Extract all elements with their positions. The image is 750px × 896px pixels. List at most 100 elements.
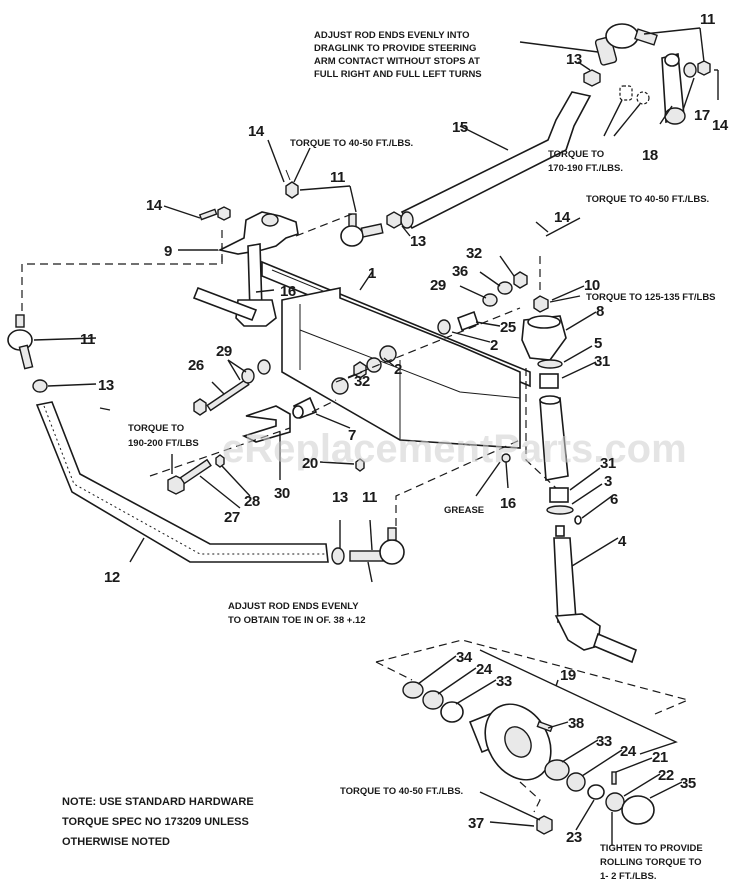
callout-28: 28 — [244, 493, 260, 510]
callout-13: 13 — [332, 489, 348, 506]
svg-text:NOTE: USE STANDARD HARDWARE: NOTE: USE STANDARD HARDWARE — [62, 796, 254, 808]
callout-31: 31 — [594, 353, 610, 370]
callout-10: 10 — [584, 277, 600, 294]
draglink-15 — [400, 91, 592, 230]
bearing-31-lower — [549, 487, 569, 503]
callout-9: 9 — [164, 243, 172, 260]
callout-16: 16 — [500, 495, 516, 512]
note-torque-40-50-right: TORQUE TO 40-50 FT./LBS. — [586, 194, 709, 205]
tie-rod-end-bottom — [349, 527, 405, 565]
dashed-washers — [619, 85, 650, 105]
callout-18: 18 — [642, 147, 658, 164]
nut-14-upper — [285, 169, 299, 199]
callout-13: 13 — [566, 51, 582, 68]
callout-17: 17 — [694, 107, 710, 124]
svg-text:ADJUST ROD ENDS EVENLY INTO: ADJUST ROD ENDS EVENLY INTO — [314, 30, 470, 41]
svg-text:190-200 FT/LBS: 190-200 FT/LBS — [128, 438, 199, 449]
callout-6: 6 — [610, 491, 618, 508]
svg-text:TO OBTAIN TOE IN OF. 38 +.12: TO OBTAIN TOE IN OF. 38 +.12 — [228, 615, 366, 626]
callout-7: 7 — [348, 427, 356, 444]
pin-6 — [574, 515, 582, 525]
note-toe-in-adjust: ADJUST ROD ENDS EVENLY TO OBTAIN TOE IN … — [228, 601, 366, 626]
nut-14-top-right — [697, 60, 711, 76]
svg-text:ADJUST ROD ENDS EVENLY: ADJUST ROD ENDS EVENLY — [228, 601, 359, 612]
callout-3: 3 — [604, 473, 612, 490]
note-torque-125-135: TORQUE TO 125-135 FT/LBS — [586, 292, 716, 303]
washer-17 — [683, 62, 697, 78]
svg-text:TORQUE TO: TORQUE TO — [128, 423, 184, 434]
bracket-30 — [241, 405, 291, 443]
callout-14: 14 — [248, 123, 265, 140]
callout-29: 29 — [430, 277, 446, 294]
tie-rod-12 — [35, 401, 329, 563]
note-grease: GREASE — [444, 505, 484, 516]
callout-32: 32 — [466, 245, 482, 262]
callout-24: 24 — [476, 661, 493, 678]
callout-12: 12 — [104, 569, 120, 586]
svg-text:TORQUE SPEC NO 173209 UNLESS: TORQUE SPEC NO 173209 UNLESS — [62, 816, 249, 828]
callout-5: 5 — [594, 335, 602, 352]
note-standard-hardware: NOTE: USE STANDARD HARDWARE TORQUE SPEC … — [62, 796, 254, 848]
callout-11: 11 — [362, 489, 377, 506]
callout-11: 11 — [330, 169, 345, 186]
grease-fitting-20 — [355, 458, 365, 472]
svg-text:TORQUE TO: TORQUE TO — [548, 149, 604, 160]
bolt-14-left — [198, 206, 231, 221]
svg-text:ARM CONTACT WITHOUT STOPS AT: ARM CONTACT WITHOUT STOPS AT — [314, 56, 480, 67]
callout-14: 14 — [146, 197, 163, 214]
spindle-4 — [553, 525, 637, 664]
callout-29: 29 — [216, 343, 232, 360]
callout-33: 33 — [596, 733, 612, 750]
callout-36: 36 — [452, 263, 468, 280]
callout-37: 37 — [468, 815, 484, 832]
watermark: eReplacementParts.com — [222, 427, 687, 471]
callout-33: 33 — [496, 673, 512, 690]
callout-2: 2 — [394, 361, 402, 378]
callout-38: 38 — [568, 715, 584, 732]
spacer-7 — [292, 396, 318, 420]
spindle-tube — [539, 395, 569, 481]
tie-rod-end-top-right — [594, 23, 658, 66]
svg-text:OTHERWISE NOTED: OTHERWISE NOTED — [62, 836, 170, 848]
note-torque-40-50-top: TORQUE TO 40-50 FT./LBS. — [290, 138, 413, 149]
callout-14: 14 — [712, 117, 729, 134]
axle-beam-1 — [192, 260, 531, 449]
pivot-hardware-right — [437, 271, 528, 335]
callout-2: 2 — [490, 337, 498, 354]
callout-16: 16 — [280, 283, 296, 300]
note-torque-190-200: TORQUE TO 190-200 FT/LBS — [128, 423, 199, 449]
leader-lines — [33, 27, 719, 846]
bearing-31-upper — [539, 373, 559, 389]
callout-25: 25 — [500, 319, 516, 336]
callout-4: 4 — [618, 533, 627, 550]
callout-31: 31 — [600, 455, 616, 472]
svg-text:FULL RIGHT AND FULL LEFT TURN: FULL RIGHT AND FULL LEFT TURNS — [314, 69, 482, 80]
svg-text:ROLLING TORQUE TO: ROLLING TORQUE TO — [600, 857, 702, 868]
callout-11: 11 — [700, 11, 715, 28]
svg-text:DRAGLINK TO PROVIDE STEERING: DRAGLINK TO PROVIDE STEERING — [314, 43, 476, 54]
bolt-26 — [193, 378, 250, 416]
callout-27: 27 — [224, 509, 240, 526]
pivot-bracket-8 — [521, 295, 567, 361]
callout-8: 8 — [596, 303, 604, 320]
note-rolling-torque: TIGHTEN TO PROVIDE ROLLING TORQUE TO 1- … — [600, 843, 703, 882]
nut-28 — [215, 454, 225, 468]
callout-32: 32 — [354, 373, 370, 390]
callout-26: 26 — [188, 357, 204, 374]
washer-3 — [546, 505, 574, 515]
callout-30: 30 — [274, 485, 290, 502]
svg-text:1- 2 FT./LBS.: 1- 2 FT./LBS. — [600, 871, 656, 882]
steering-arm-18 — [661, 52, 686, 125]
callout-34: 34 — [456, 649, 473, 666]
note-torque-40-50-hub: TORQUE TO 40-50 FT./LBS. — [340, 786, 463, 797]
callout-23: 23 — [566, 829, 582, 846]
callout-19: 19 — [560, 667, 576, 684]
callout-14: 14 — [554, 209, 571, 226]
nut-13-bottom — [331, 547, 345, 565]
callout-13: 13 — [410, 233, 426, 250]
callout-11: 11 — [80, 331, 95, 348]
note-draglink-adjust: ADJUST ROD ENDS EVENLY INTO DRAGLINK TO … — [314, 30, 482, 80]
washers-29-left — [241, 359, 271, 384]
tie-rod-end-mid — [340, 213, 384, 247]
